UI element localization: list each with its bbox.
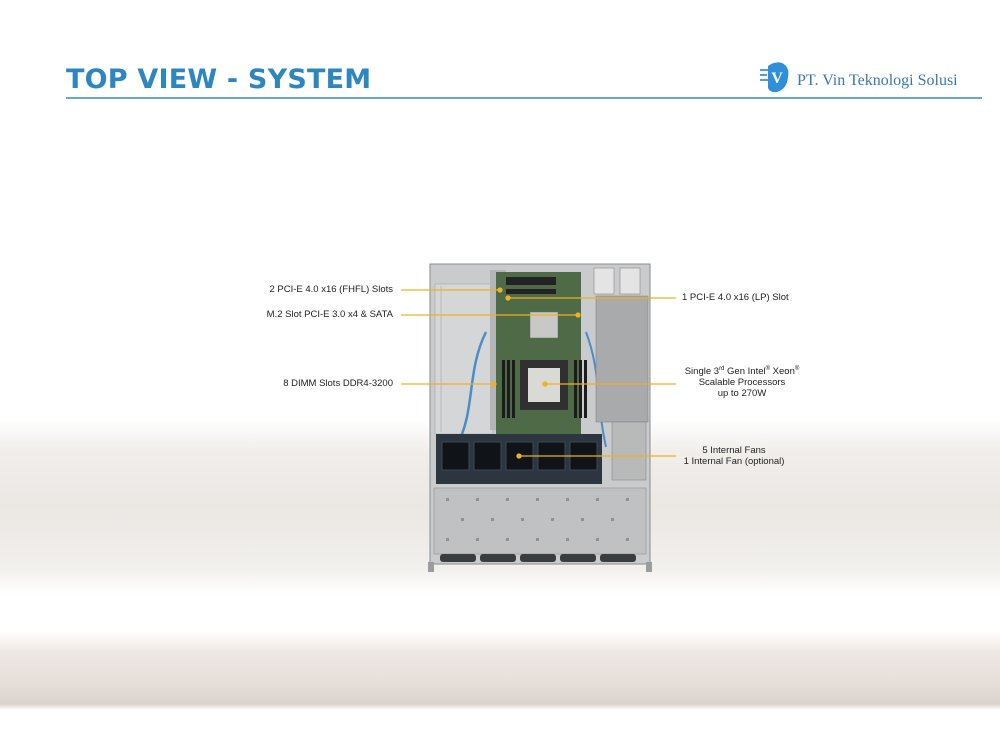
callout-dimm-slots: 8 DIMM Slots DDR4-3200 [283,378,393,389]
title-underline [66,97,982,99]
callout-processor-line3: up to 270W [717,388,767,399]
callout-pcie-lp: 1 PCI-E 4.0 x16 (LP) Slot [682,292,789,303]
brand-name: PT. Vin Teknologi Solusi [797,72,958,89]
callout-processor-line2: Scalable Processors [698,377,786,388]
company-logo-icon: V [760,62,789,93]
background-band-lower [0,632,1000,710]
callout-fans: 5 Internal Fans 1 Internal Fan (optional… [676,445,792,467]
logo-letter: V [771,70,783,87]
callout-processor: Single 3rd Gen Intel® Xeon® Scalable Pro… [680,366,804,399]
callout-fans-line2: 1 Internal Fan (optional) [683,456,785,467]
callout-pcie-fhfl: 2 PCI-E 4.0 x16 (FHFL) Slots [269,284,393,295]
callout-fans-line1: 5 Internal Fans [702,445,766,456]
page-title: TOP VIEW - SYSTEM [66,64,372,95]
callout-processor-line1: Single 3rd Gen Intel® Xeon® [684,365,800,377]
server-top-view-image [428,263,652,572]
callout-m2-slot: M.2 Slot PCI-E 3.0 x4 & SATA [266,309,393,320]
